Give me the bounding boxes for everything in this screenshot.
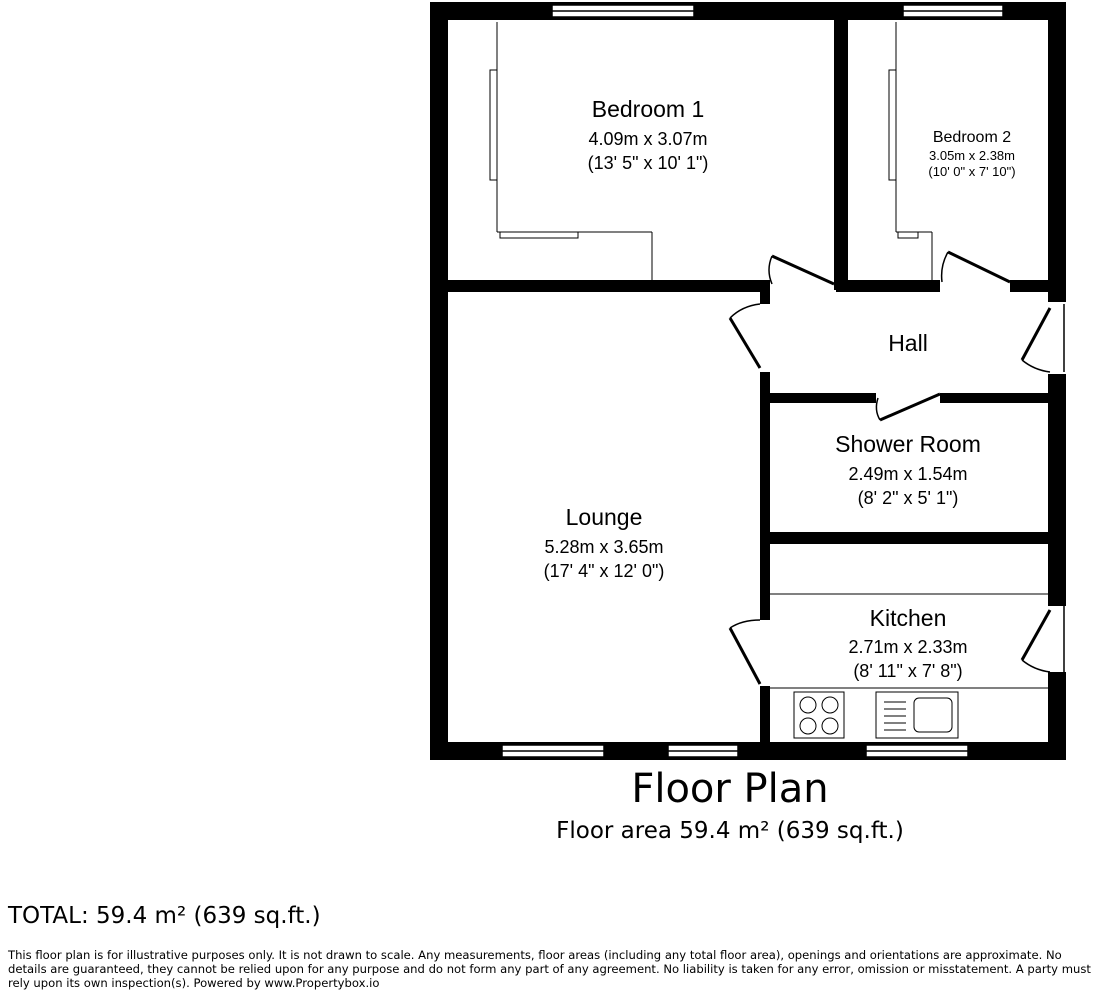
room-size-imperial: (17' 4" x 12' 0") — [544, 561, 665, 581]
room-size-metric: 5.28m x 3.65m — [544, 537, 663, 557]
door-bedroom1 — [768, 254, 835, 286]
fixtures — [489, 22, 1048, 739]
room-name: Lounge — [566, 504, 643, 530]
total-area: TOTAL: 59.4 m² (639 sq.ft.) — [8, 903, 321, 929]
floor-plan-diagram: Bedroom 1 4.09m x 3.07m (13' 5" x 10' 1"… — [430, 2, 1066, 760]
room-name: Kitchen — [870, 605, 947, 631]
room-size-imperial: (8' 11" x 7' 8") — [853, 661, 962, 681]
room-name: Bedroom 2 — [933, 129, 1011, 146]
floor-area: Floor area 59.4 m² (639 sq.ft.) — [556, 818, 904, 844]
room-size-metric: 2.49m x 1.54m — [848, 464, 967, 484]
windows — [501, 4, 1004, 758]
window-bedroom2 — [902, 4, 1004, 18]
room-size-metric: 2.71m x 2.33m — [848, 637, 967, 657]
sink-icon — [875, 691, 959, 739]
room-label-hall: Hall — [888, 330, 928, 356]
wardrobe-bedroom2 — [888, 22, 933, 280]
room-label-kitchen: Kitchen 2.71m x 2.33m (8' 11" x 7' 8") — [848, 605, 967, 681]
disclaimer: This floor plan is for illustrative purp… — [8, 948, 1091, 990]
interior-walls — [430, 2, 1066, 760]
room-size-metric: 3.05m x 2.38m — [929, 148, 1015, 163]
door-hall-lounge — [728, 303, 762, 369]
hob-icon — [793, 691, 845, 739]
room-size-metric: 4.09m x 3.07m — [588, 129, 707, 149]
doors — [728, 250, 1065, 685]
window-bedroom1 — [551, 4, 695, 18]
outer-walls — [430, 2, 1066, 760]
room-label-bedroom2: Bedroom 2 3.05m x 2.38m (10' 0" x 7' 10"… — [928, 129, 1015, 179]
room-size-imperial: (10' 0" x 7' 10") — [928, 164, 1015, 179]
window-lounge-left — [501, 744, 605, 758]
door-bedroom2 — [940, 250, 1011, 284]
door-front — [1020, 304, 1065, 373]
window-lounge-right — [667, 744, 739, 758]
room-name: Hall — [888, 330, 928, 356]
room-size-imperial: (13' 5" x 10' 1") — [588, 153, 709, 173]
room-size-imperial: (8' 2" x 5' 1") — [858, 488, 959, 508]
door-kitchen-side — [1020, 606, 1065, 673]
window-kitchen — [865, 744, 969, 758]
door-kitchen-lounge — [728, 619, 762, 685]
wardrobe-bedroom1 — [489, 22, 653, 280]
kitchen-units — [770, 593, 1048, 689]
room-label-lounge: Lounge 5.28m x 3.65m (17' 4" x 12' 0") — [544, 504, 665, 581]
room-label-shower: Shower Room 2.49m x 1.54m (8' 2" x 5' 1"… — [835, 431, 981, 508]
room-name: Bedroom 1 — [592, 96, 705, 122]
door-shower — [875, 392, 941, 422]
room-label-bedroom1: Bedroom 1 4.09m x 3.07m (13' 5" x 10' 1"… — [588, 96, 709, 173]
plan-title: Floor Plan — [631, 766, 829, 812]
room-name: Shower Room — [835, 431, 981, 457]
